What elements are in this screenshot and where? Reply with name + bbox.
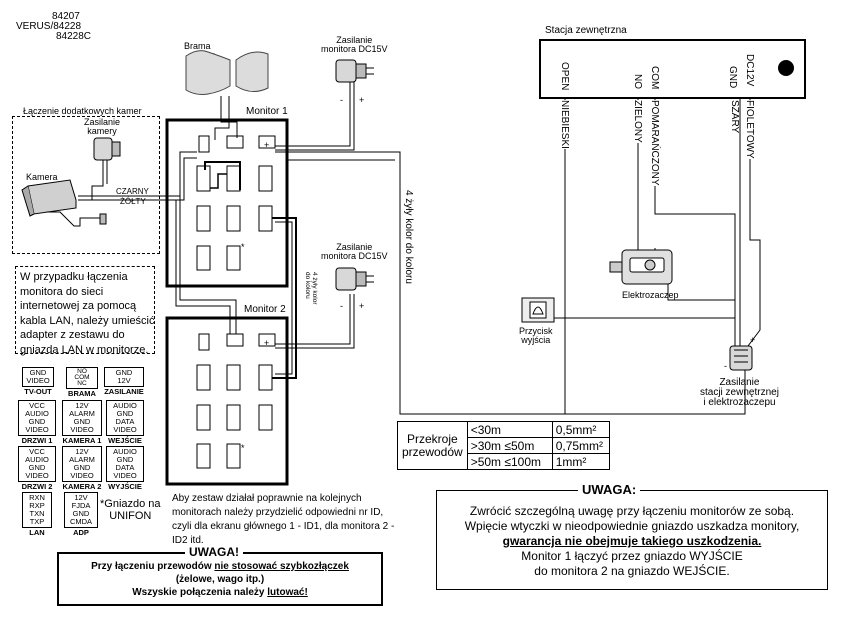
warning-line-2: Wpięcie wtyczki w nieodpowiednie gniazdo… xyxy=(464,519,800,533)
warning-wires-text: Przy łączeniu przewodów nie stosować szy… xyxy=(57,560,383,599)
station-power-plus: + xyxy=(750,335,756,345)
wire-length-0: <30m xyxy=(466,421,553,438)
wire-table-header: Przekroje przewodów xyxy=(397,421,468,470)
camera-icon xyxy=(21,179,107,227)
wire-section-0: 0,5mm² xyxy=(551,421,610,438)
wire-color-gray: SZARY xyxy=(729,100,740,134)
monitor-2-frame xyxy=(165,316,289,486)
power-1-plus: + xyxy=(359,95,365,105)
power-2-minus: - xyxy=(340,301,343,311)
exit-button-label: Przycisk wyjścia xyxy=(519,326,553,345)
electric-lock-icon xyxy=(609,249,673,285)
warning-line-3: gwarancja nie obejmuje takiego uszkodzen… xyxy=(502,534,762,548)
mon2-unifon-star: * xyxy=(241,443,245,453)
unifon-note: *Gniazdo na UNIFON xyxy=(100,498,161,522)
wire-length-1: >30m ≤50m xyxy=(466,437,553,454)
warning-line-1: Zwrócić szczególną uwagę przy łączeniu m… xyxy=(469,504,795,518)
gate-label: Brama xyxy=(184,41,211,51)
wire-color-orange: POMARAŃCZONY xyxy=(649,100,660,186)
warning-wires-l3b: lutować! xyxy=(267,587,308,598)
station-power-plug-icon xyxy=(729,345,753,371)
station-power-label: Zasilanie stacji zewnętrznej i elektroza… xyxy=(700,377,779,408)
station-camera-dot xyxy=(778,60,794,76)
id-note: Aby zestaw działał poprawnie na kolejnyc… xyxy=(172,493,395,546)
extra-cameras-title: Łączenie dodatkowych kamer xyxy=(22,106,143,116)
warning-line-4: Monitor 1 łączyć przez gniazdo WYJŚCIE xyxy=(521,549,743,563)
power-1-minus: - xyxy=(340,95,343,105)
monitor-2-power-label: Zasilanie monitora DC15V xyxy=(321,242,388,261)
power-plug-icon-2 xyxy=(335,267,374,291)
wire-section-1: 0,75mm² xyxy=(551,437,610,454)
black-wire-label: CZARNY xyxy=(116,187,149,196)
model-line-2: VERUS/84228 xyxy=(16,21,82,32)
station-terminal-com: COM xyxy=(649,66,660,90)
camera-power-plug-icon xyxy=(93,137,121,161)
mon1-unifon-star: * xyxy=(241,242,245,252)
electric-lock-label: Elektrozaczep xyxy=(622,290,679,300)
monitor-2-sockets xyxy=(196,333,276,469)
outdoor-station-frame xyxy=(539,39,806,99)
power-plug-icon-1 xyxy=(335,59,374,83)
warning-line-5: do monitora 2 na gniazdo WEJŚCIE. xyxy=(534,564,730,578)
four-wires-label: 4 żyły kolor do koloru xyxy=(403,190,414,284)
extra-cameras-frame xyxy=(12,116,160,254)
four-wires-small-label: 4 żyły kolor do koloru xyxy=(304,272,318,305)
monitor-1-sockets xyxy=(196,135,276,271)
wire-section-table: Przekroje przewodów <30m 0,5mm² >30m ≤50… xyxy=(397,421,610,470)
wire-length-2: >50m ≤100m xyxy=(466,453,553,470)
monitor-1-power-label: Zasilanie monitora DC15V xyxy=(321,35,388,54)
warning-wires-l3a: Wszyskie połączenia należy xyxy=(132,587,268,598)
wire-section-2: 1mm² xyxy=(551,453,610,470)
camera-label: Kamera xyxy=(26,172,58,182)
monitor-2-label: Monitor 2 xyxy=(244,304,286,315)
mon2-plus: + xyxy=(264,338,270,348)
station-power-minus: - xyxy=(724,361,727,371)
warning-wires-title: UWAGA! xyxy=(185,546,243,558)
exit-button-icon xyxy=(521,297,555,323)
wire-color-green: ZIELONY xyxy=(632,100,643,143)
camera-power-label: Zasilanie kamery xyxy=(84,117,121,136)
station-terminal-dc12v: DC12V xyxy=(744,54,755,87)
warning-monitors-text: Zwrócić szczególną uwagę przy łączeniu m… xyxy=(436,504,828,579)
warning-wires-box xyxy=(57,552,383,606)
gate-icon xyxy=(185,50,269,95)
wire-color-violet: FIOLETOWY xyxy=(744,100,755,159)
warning-monitors-title: UWAGA: xyxy=(578,483,641,496)
warning-wires-l1a: Przy łączeniu przewodów xyxy=(91,561,215,572)
warning-wires-l2: (żelowe, wago itp.) xyxy=(175,574,265,585)
monitor-1-frame xyxy=(165,118,289,288)
lan-note: W przypadku łączenia monitora do sieci i… xyxy=(20,271,155,356)
model-line-3: 84228C xyxy=(56,31,92,42)
power-2-plus: + xyxy=(359,301,365,311)
lan-note-frame xyxy=(15,266,155,354)
station-terminal-gnd: GND xyxy=(727,66,738,89)
warning-wires-l1b: nie stosować szybkozłączek xyxy=(214,561,349,572)
monitor-1-label: Monitor 1 xyxy=(246,106,288,117)
wire-color-blue: NIEBIESKI xyxy=(559,100,570,149)
mon1-plus: + xyxy=(264,140,270,150)
station-title: Stacja zewnętrzna xyxy=(545,25,627,36)
station-terminal-open: OPEN xyxy=(559,62,570,91)
station-terminal-no: NO xyxy=(632,74,643,89)
yellow-wire-label: ŻÓŁTY xyxy=(120,197,146,206)
model-line-1: 84207 xyxy=(52,11,80,22)
